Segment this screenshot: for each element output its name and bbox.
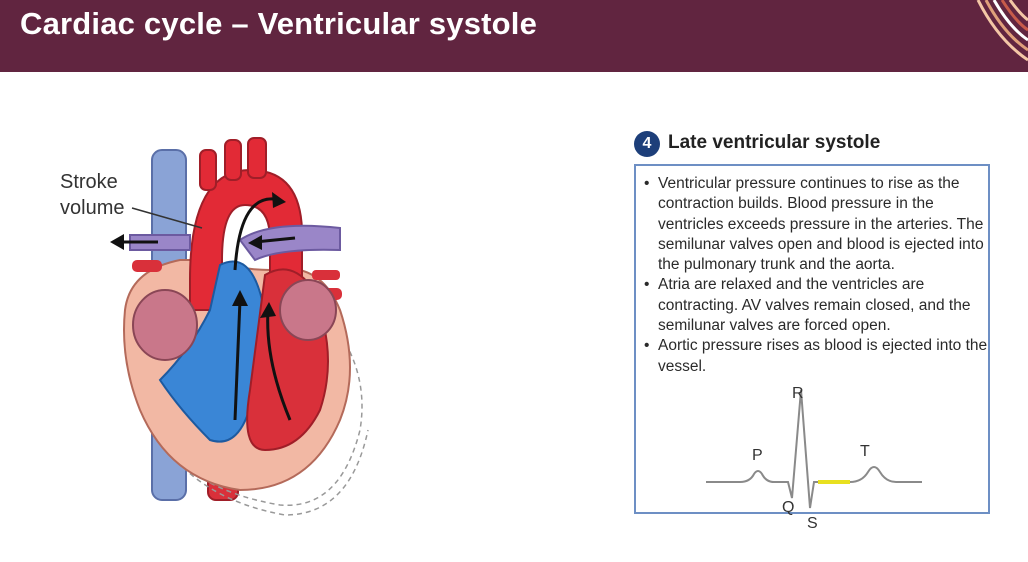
slide-title: Cardiac cycle – Ventricular systole [20,6,538,41]
bullet-item: Atria are relaxed and the ventricles are… [644,275,989,336]
panel-heading: Late ventricular systole [668,132,881,153]
bullet-item: Aortic pressure rises as blood is ejecte… [644,336,989,377]
ecg-label-s: S [807,515,818,532]
stroke-volume-label-line1: Stroke [60,171,118,193]
ecg-label-r: R [792,385,804,402]
title-bar: Cardiac cycle – Ventricular systole [0,0,1028,72]
corner-decoration-icon [976,0,1028,62]
description-panel: Ventricular pressure continues to rise a… [634,164,990,514]
ecg-waveform [706,389,922,509]
step-number-badge: 4 [634,131,660,157]
ecg-label-q: Q [782,499,794,516]
bullet-list: Ventricular pressure continues to rise a… [644,174,989,377]
ecg-trace: P R Q S T [706,385,922,532]
ecg-label-p: P [752,447,763,464]
stroke-volume-label-line2: volume [60,197,124,219]
bullet-item: Ventricular pressure continues to rise a… [644,174,989,275]
heart-diagram: Stroke volume [60,137,369,516]
ecg-label-t: T [860,443,870,460]
